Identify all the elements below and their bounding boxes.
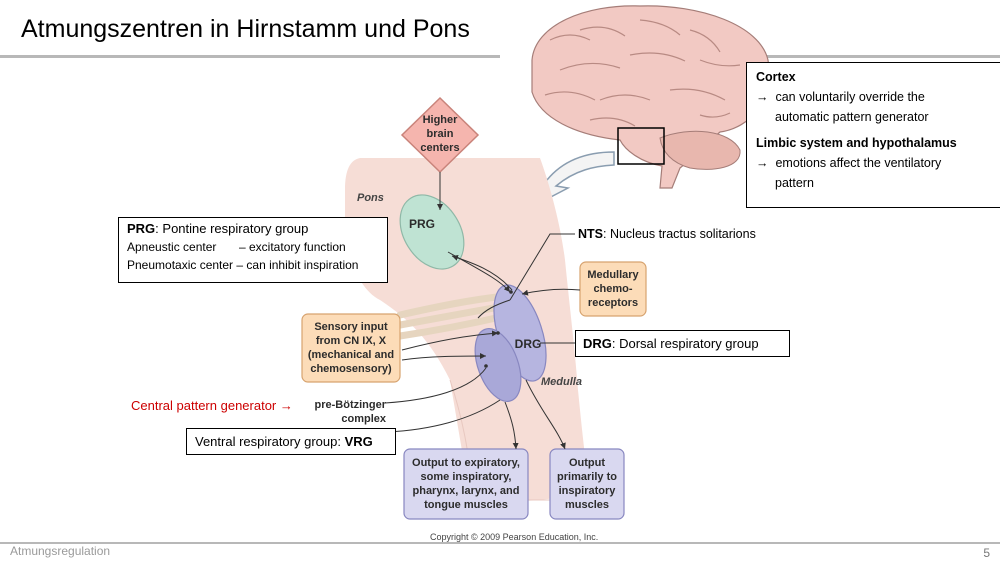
drg-abbr: DRG [583,336,612,351]
limbic-text-1: emotions affect the ventilatory [775,156,942,170]
cpg-text: Central pattern generator [131,398,277,413]
drg-info-box: DRG: Dorsal respiratory group [575,330,790,357]
drg-figure-label: DRG [514,337,542,351]
central-pattern-generator-label: Central pattern generator → [131,398,293,413]
prg-figure-label: PRG [408,217,435,231]
title-rule-right [760,55,1000,58]
footer-rule [0,542,1000,544]
prg-full: : Pontine respiratory group [155,221,309,236]
chemoreceptors-shape [579,261,647,317]
arrow-icon: → [279,398,293,413]
nts-full: : Nucleus tractus solitarions [603,227,756,241]
apneustic-label: Apneustic center [127,240,217,254]
arrow-icon: → [756,90,769,104]
sensory-input-shape [301,313,401,383]
cortex-text-2: automatic pattern generator [775,110,929,124]
cortex-heading: Cortex [756,70,796,84]
cortex-info-box: Cortex → can voluntarily override the au… [746,62,1000,208]
brain-illustration [531,5,770,202]
page-number: 5 [983,546,990,560]
vrg-shape [474,328,522,402]
vrg-info-box: Ventral respiratory group: VRG [186,428,396,455]
limbic-text-2: pattern [775,176,814,190]
prg-info-box: PRG: Pontine respiratory group Apneustic… [118,217,388,283]
pons-label: Pons [357,192,384,204]
apneustic-function: – excitatory function [239,240,346,254]
copyright-text: Copyright © 2009 Pearson Education, Inc. [430,532,599,542]
page-title: Atmungszentren in Hirnstamm und Pons [21,15,470,43]
drg-full: : Dorsal respiratory group [611,336,759,351]
nts-label: NTS: Nucleus tractus solitarions [578,227,756,241]
arrow-icon: → [756,156,769,170]
prg-abbr: PRG [127,221,156,236]
connector-lines [384,172,581,450]
medulla-label: Medulla [541,376,582,388]
output-inspiratory-shape [549,448,625,520]
output-expiratory-shape [403,448,529,520]
nts-abbr: NTS [578,227,603,241]
prg-shape [399,194,465,270]
output-expiratory-label: Output to expiratory,some inspiratory,ph… [412,457,520,511]
vrg-abbr: VRG [344,434,373,449]
title-rule-left [0,55,500,58]
vrg-full: Ventral respiratory group: [195,434,345,449]
pneumotaxic-label: Pneumotaxic center – can inhibit inspira… [127,258,359,272]
footer-text: Atmungsregulation [10,544,111,558]
limbic-heading: Limbic system and hypothalamus [756,136,957,150]
cortex-text-1: can voluntarily override the [775,90,925,104]
